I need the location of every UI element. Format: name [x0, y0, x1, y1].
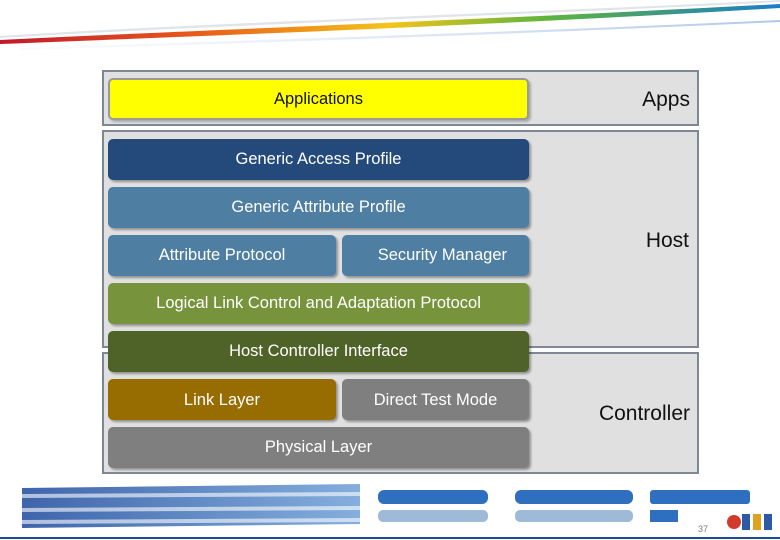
apps-tier-label: Apps — [642, 88, 690, 111]
direct-test-mode-block: Direct Test Mode — [342, 379, 529, 420]
attribute-protocol-block: Attribute Protocol — [108, 235, 336, 276]
host-tier-label: Host — [645, 229, 689, 252]
applications-block: Applications — [108, 78, 529, 120]
l2cap-block: Logical Link Control and Adaptation Prot… — [108, 283, 529, 324]
header-swoosh-decoration — [0, 0, 780, 50]
generic-access-profile-block: Generic Access Profile — [108, 139, 529, 180]
footer-decoration — [0, 484, 780, 539]
host-controller-interface-block: Host Controller Interface — [108, 331, 529, 372]
link-layer-block: Link Layer — [108, 379, 336, 420]
security-manager-block: Security Manager — [342, 235, 529, 276]
page-number: 37 — [698, 524, 709, 534]
physical-layer-block: Physical Layer — [108, 427, 529, 468]
controller-tier-label: Controller — [598, 402, 690, 425]
generic-attribute-profile-block: Generic Attribute Profile — [108, 187, 529, 228]
logo-icon — [727, 514, 772, 530]
